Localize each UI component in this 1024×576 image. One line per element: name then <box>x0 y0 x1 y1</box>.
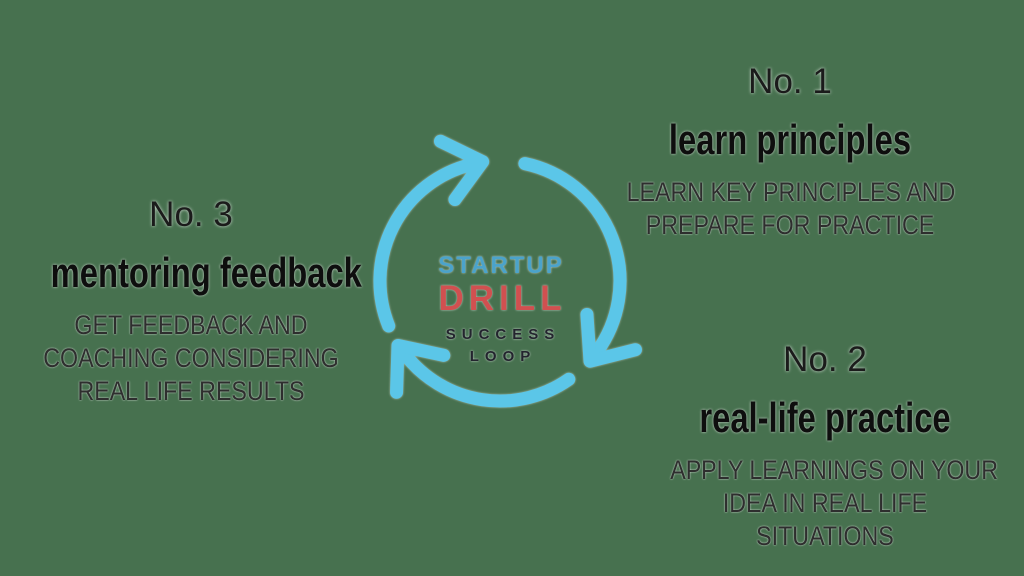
step-description-line: IDEA IN REAL LIFE <box>722 488 928 518</box>
step-title: mentoring feedback <box>50 249 362 296</box>
step-description-line: PREPARE FOR PRACTICE <box>645 210 935 240</box>
logo-tagline-success: SUCCESS <box>445 326 561 343</box>
step-description-line: SITUATIONS <box>756 521 894 551</box>
logo-brand-startup: STARTUP <box>438 252 564 279</box>
step-number: No. 1 <box>748 62 832 101</box>
step-description-line: REAL LIFE RESULTS <box>77 376 305 406</box>
step-number: No. 2 <box>783 340 867 379</box>
step-description: APPLY LEARNINGS ON YOUR IDEA IN REAL LIF… <box>670 454 998 553</box>
step-description: GET FEEDBACK AND COACHING CONSIDERING RE… <box>36 309 346 408</box>
step-2-real-life-practice: No. 2 real-life practice APPLY LEARNINGS… <box>645 340 1005 553</box>
step-description-line: APPLY LEARNINGS ON YOUR <box>670 455 998 485</box>
loop-arc-left-icon <box>373 134 490 333</box>
step-description: LEARN KEY PRINCIPLES AND PREPARE FOR PRA… <box>626 176 956 242</box>
step-1-learn-principles: No. 1 learn principles LEARN KEY PRINCIP… <box>600 62 980 242</box>
step-title: learn principles <box>668 116 912 163</box>
loop-arc-right-icon <box>518 157 642 368</box>
cycle-loop-arrows <box>373 134 642 408</box>
center-logo: STARTUP DRILL SUCCESS LOOP <box>420 252 580 368</box>
loop-arc-bottom-icon <box>390 338 576 408</box>
step-description-line: GET FEEDBACK AND <box>74 310 308 340</box>
step-description-line: COACHING CONSIDERING <box>43 343 339 373</box>
step-description-line: LEARN KEY PRINCIPLES AND <box>626 177 956 207</box>
logo-tagline-loop: LOOP <box>469 348 537 365</box>
step-number: No. 3 <box>149 195 233 234</box>
step-title: real-life practice <box>699 394 951 441</box>
step-3-mentoring-feedback: No. 3 mentoring feedback GET FEEDBACK AN… <box>11 195 371 408</box>
logo-brand-drill: DRILL <box>438 279 567 318</box>
